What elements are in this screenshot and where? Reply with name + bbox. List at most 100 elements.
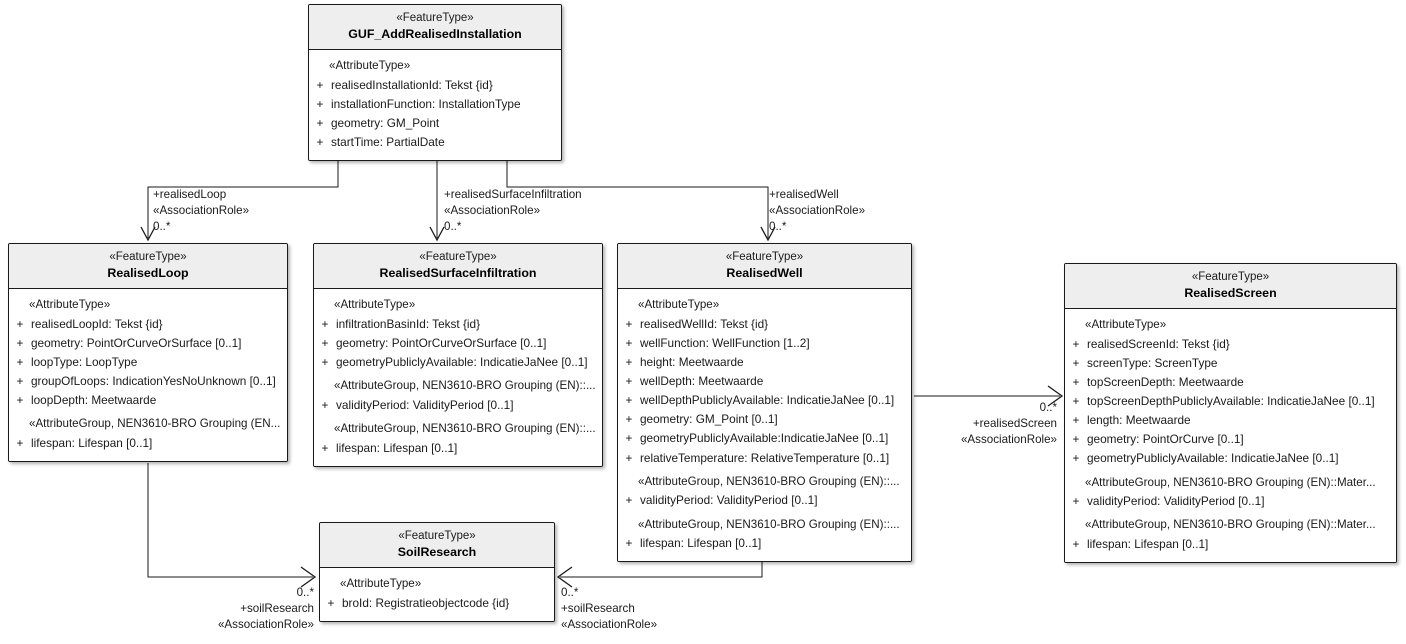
visibility-marker: + [321, 397, 329, 412]
attribute-row: + loopType: LoopType [9, 353, 287, 372]
association-multiplicity: 0..* [153, 219, 171, 233]
attribute-group-label: «AttributeType» [334, 298, 416, 312]
visibility-marker: + [1072, 494, 1080, 509]
visibility-marker: + [1072, 432, 1080, 447]
attribute-row: + wellFunction: WellFunction [1..2] [618, 334, 911, 353]
attribute-row: + geometry: PointOrCurveOrSurface [0..1] [314, 334, 602, 353]
attribute-row: + realisedInstallationId: Tekst {id} [309, 76, 561, 95]
attribute-signature: geometryPubliclyAvailable:IndicatieJaNee… [640, 431, 889, 446]
class-realisedloop[interactable]: «FeatureType» RealisedLoop «AttributeTyp… [8, 243, 288, 463]
visibility-marker: + [625, 374, 633, 389]
association-label-realisedsurfaceinfiltration: +realisedSurfaceInfiltration «Associatio… [444, 187, 582, 235]
attribute-row: + geometry: PointOrCurve [0..1] [1065, 430, 1396, 449]
visibility-marker: + [316, 135, 324, 150]
class-name: RealisedScreen [1184, 285, 1277, 300]
class-realisedsurfaceinfiltration[interactable]: «FeatureType» RealisedSurfaceInfiltratio… [313, 243, 603, 467]
class-header: «FeatureType» RealisedWell [618, 244, 911, 290]
attribute-row: + startTime: PartialDate [309, 133, 561, 152]
attribute-row: + wellDepth: Meetwaarde [618, 372, 911, 391]
attribute-row: + loopDepth: Meetwaarde [9, 391, 287, 410]
attribute-row: + relativeTemperature: RelativeTemperatu… [618, 449, 911, 468]
class-name: GUF_AddRealisedInstallation [348, 26, 522, 41]
class-header: «FeatureType» GUF_AddRealisedInstallatio… [309, 5, 561, 51]
attribute-signature: realisedInstallationId: Tekst {id} [331, 77, 493, 92]
visibility-marker: + [316, 77, 324, 92]
class-body: «AttributeType» + infiltrationBasinId: T… [314, 289, 602, 466]
attribute-signature: validityPeriod: ValidityPeriod [0..1] [336, 397, 514, 412]
attribute-signature: geometry: PointOrCurveOrSurface [0..1] [336, 335, 547, 350]
attribute-row: + geometryPubliclyAvailable: IndicatieJa… [314, 353, 602, 372]
arrowhead-realisedsurfaceinfiltration [429, 226, 445, 242]
association-stereotype: «AssociationRole» [444, 203, 541, 217]
attribute-row: + geometry: GM_Point [0..1] [618, 410, 911, 429]
association-label-realisedwell: +realisedWell «AssociationRole» 0..* [769, 187, 865, 235]
visibility-marker: + [16, 436, 24, 451]
attribute-signature: realisedScreenId: Tekst {id} [1087, 336, 1230, 351]
attribute-signature: validityPeriod: ValidityPeriod [0..1] [1087, 494, 1265, 509]
attribute-signature: infiltrationBasinId: Tekst {id} [336, 316, 481, 331]
attribute-group-label: «AttributeGroup, NEN3610-BRO Grouping (E… [1085, 518, 1376, 532]
attribute-row: + broId: Registratieobjectcode {id} [320, 594, 554, 613]
association-multiplicity: 0..* [296, 586, 314, 599]
association-stereotype: «AssociationRole» [769, 203, 866, 217]
association-stereotype: «AssociationRole» [960, 432, 1057, 446]
attribute-row: + screenType: ScreenType [1065, 354, 1396, 373]
class-name: RealisedSurfaceInfiltration [379, 265, 537, 280]
attribute-signature: lifespan: Lifespan [0..1] [336, 440, 458, 455]
edge-realisedloop-soilresearch [147, 463, 313, 578]
attribute-signature: lifespan: Lifespan [0..1] [640, 536, 762, 551]
attribute-group-label: «AttributeType» [638, 298, 720, 312]
association-label-realisedscreen: 0..* +realisedScreen «AssociationRole» [905, 400, 1057, 448]
attribute-signature: geometry: PointOrCurveOrSurface [0..1] [31, 335, 242, 350]
association-stereotype: «AssociationRole» [217, 617, 314, 631]
attribute-row: + lifespan: Lifespan [0..1] [9, 434, 287, 453]
attribute-row: + height: Meetwaarde [618, 353, 911, 372]
attribute-signature: lifespan: Lifespan [0..1] [1087, 537, 1209, 552]
attribute-row: + infiltrationBasinId: Tekst {id} [314, 315, 602, 334]
class-soilresearch[interactable]: «FeatureType» SoilResearch «AttributeTyp… [319, 522, 555, 622]
class-header: «FeatureType» RealisedSurfaceInfiltratio… [314, 244, 602, 290]
visibility-marker: + [321, 335, 329, 350]
visibility-marker: + [625, 335, 633, 350]
attribute-row: + wellDepthPubliclyAvailable: IndicatieJ… [618, 391, 911, 410]
attribute-signature: geometryPubliclyAvailable: IndicatieJaNe… [336, 355, 588, 370]
attribute-signature: length: Meetwaarde [1087, 413, 1191, 428]
attribute-group-label: «AttributeType» [1085, 318, 1167, 332]
attribute-signature: geometry: PointOrCurve [0..1] [1087, 432, 1244, 447]
visibility-marker: + [625, 450, 633, 465]
class-guf-addrealisedinstallation[interactable]: «FeatureType» GUF_AddRealisedInstallatio… [308, 4, 562, 162]
attribute-row: + realisedLoopId: Tekst {id} [9, 315, 287, 334]
attribute-signature: startTime: PartialDate [331, 135, 445, 150]
attribute-row: + geometryPubliclyAvailable:IndicatieJaN… [618, 429, 911, 448]
attribute-row: + length: Meetwaarde [1065, 411, 1396, 430]
visibility-marker: + [625, 393, 633, 408]
attribute-group-label: «AttributeGroup, NEN3610-BRO Grouping (E… [334, 379, 596, 393]
attribute-signature: wellDepth: Meetwaarde [640, 374, 764, 389]
attribute-group-label: «AttributeGroup, NEN3610-BRO Grouping (E… [334, 422, 596, 436]
association-role: +soilResearch [561, 601, 635, 615]
visibility-marker: + [1072, 355, 1080, 370]
association-role: +realisedScreen [972, 416, 1057, 430]
visibility-marker: + [16, 355, 24, 370]
visibility-marker: + [625, 493, 633, 508]
attribute-group-label: «AttributeGroup, NEN3610-BRO Grouping (E… [638, 474, 900, 488]
class-header: «FeatureType» RealisedScreen [1065, 264, 1396, 310]
attribute-row: + geometryPubliclyAvailable: IndicatieJa… [1065, 449, 1396, 468]
attribute-signature: installationFunction: InstallationType [331, 96, 521, 111]
visibility-marker: + [1072, 451, 1080, 466]
association-stereotype: «AssociationRole» [153, 203, 250, 217]
attribute-signature: topScreenDepth: Meetwaarde [1087, 375, 1244, 390]
attribute-row: + validityPeriod: ValidityPeriod [0..1] [618, 491, 911, 510]
visibility-marker: + [16, 316, 24, 331]
class-body: «AttributeType» + realisedScreenId: Teks… [1065, 309, 1396, 563]
visibility-marker: + [316, 96, 324, 111]
class-realisedwell[interactable]: «FeatureType» RealisedWell «AttributeTyp… [617, 243, 912, 563]
attribute-row: + validityPeriod: ValidityPeriod [0..1] [1065, 492, 1396, 511]
visibility-marker: + [321, 316, 329, 331]
visibility-marker: + [625, 536, 633, 551]
attribute-signature: geometry: GM_Point [0..1] [640, 412, 778, 427]
class-realisedscreen[interactable]: «FeatureType» RealisedScreen «AttributeT… [1064, 263, 1397, 564]
attribute-signature: realisedLoopId: Tekst {id} [31, 316, 163, 331]
association-multiplicity: 0..* [1039, 401, 1057, 414]
